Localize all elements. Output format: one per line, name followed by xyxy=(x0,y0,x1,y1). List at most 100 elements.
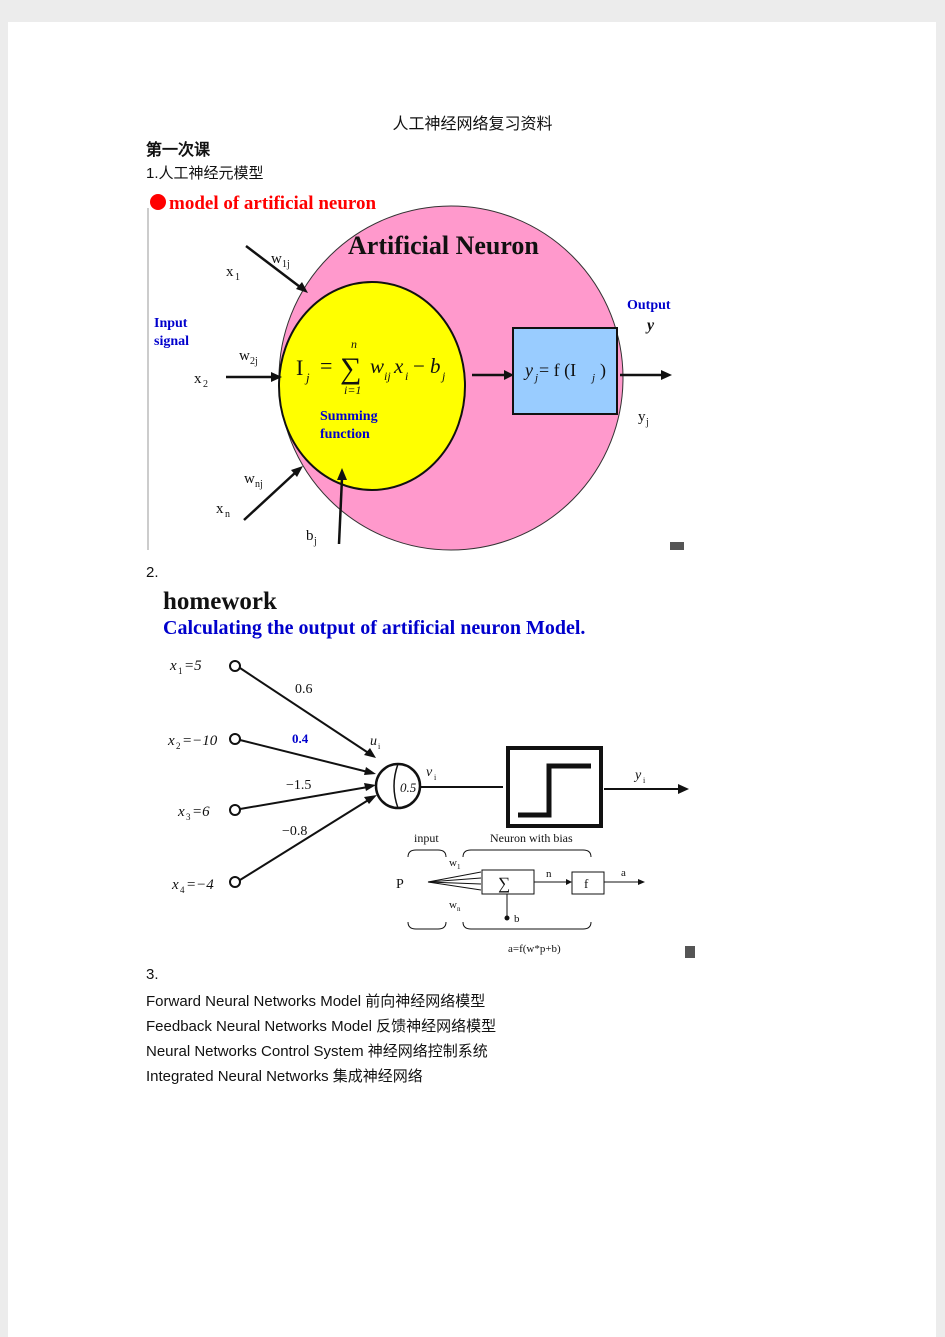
lower-wn: w xyxy=(449,899,457,911)
input-xn-sub: n xyxy=(225,509,230,520)
sum-x: x xyxy=(393,354,404,378)
box-I-sub: j xyxy=(590,372,595,384)
homework-u: u xyxy=(370,734,377,749)
lower-sigma: ∑ xyxy=(498,874,510,893)
weight-w2-sub: 2j xyxy=(250,356,258,367)
svg-text:=6: =6 xyxy=(192,804,210,820)
sum-b: b xyxy=(430,354,441,378)
slide-nav-icon-2 xyxy=(685,946,695,958)
homework-y: y xyxy=(633,768,642,783)
sum-x-sub: i xyxy=(405,369,408,383)
homework-u-sub: i xyxy=(378,742,381,751)
homework-v-sub: i xyxy=(434,773,437,782)
input-x2-sub: 2 xyxy=(203,379,208,390)
lower-b: b xyxy=(514,913,520,925)
item-1-heading: 1.人工神经元模型 xyxy=(146,165,264,182)
lower-p: P xyxy=(396,877,404,892)
sum-sigma: ∑ xyxy=(340,352,361,385)
input-signal-label-2: signal xyxy=(154,334,189,349)
box-y-sub: j xyxy=(533,372,538,384)
lower-input-label: input xyxy=(414,831,439,845)
input-xn: x xyxy=(216,501,224,517)
svg-text:3: 3 xyxy=(186,812,191,822)
list-item: Integrated Neural Networks 集成神经网络 xyxy=(146,1068,423,1085)
sum-I-sub: j xyxy=(304,370,310,385)
neuron-title: Artificial Neuron xyxy=(348,231,539,260)
activation-box xyxy=(512,327,618,415)
weight-wn: w xyxy=(244,471,255,487)
box-y: y xyxy=(523,360,533,380)
svg-text:x: x xyxy=(167,733,175,749)
lower-formula: a=f(w*p+b) xyxy=(508,943,561,955)
homework-bias: 0.5 xyxy=(400,780,417,795)
sum-w: w xyxy=(370,354,384,378)
step-function-box xyxy=(506,746,603,828)
lower-sum-box xyxy=(481,869,535,895)
input-x2: x xyxy=(194,371,202,387)
homework-heading: homework xyxy=(163,588,277,615)
output-yj-sub: j xyxy=(645,417,649,428)
summing-label-1: Summing xyxy=(320,409,378,424)
output-yj: y xyxy=(638,409,646,425)
lower-n: n xyxy=(546,868,552,880)
weight-1: 0.6 xyxy=(295,682,313,697)
red-bullet-icon xyxy=(150,194,166,210)
item-3-heading: 3. xyxy=(146,966,159,983)
sum-upper: n xyxy=(351,337,357,351)
svg-text:x: x xyxy=(171,877,179,893)
weight-2: 0.4 xyxy=(292,731,309,746)
svg-text:x: x xyxy=(169,658,177,674)
homework-input-2: x 2 =−10 xyxy=(167,733,218,751)
lower-w1: w xyxy=(449,857,457,869)
svg-text:=−10: =−10 xyxy=(182,733,218,749)
lower-w1-sub: 1 xyxy=(457,863,461,871)
input-x1-sub: 1 xyxy=(235,272,240,283)
slide-nav-icon xyxy=(670,542,684,550)
output-label: Output xyxy=(627,298,671,313)
lower-f: f xyxy=(584,876,589,891)
homework-input-1: x 1 =5 xyxy=(169,658,202,676)
sum-lower: i=1 xyxy=(344,383,361,397)
svg-text:4: 4 xyxy=(180,885,185,895)
document-title: 人工神经网络复习资料 xyxy=(392,114,553,133)
bias-b-sub: j xyxy=(313,536,317,547)
input-signal-label-1: Input xyxy=(154,316,188,331)
weight-w2: w xyxy=(239,348,250,364)
box-close: ) xyxy=(600,360,606,381)
summing-label-2: function xyxy=(320,427,370,442)
item-2-heading: 2. xyxy=(146,564,159,581)
homework-input-4: x 4 =−4 xyxy=(171,877,214,895)
svg-text:1: 1 xyxy=(178,666,183,676)
sum-I: I xyxy=(296,355,303,380)
weight-wn-sub: nj xyxy=(255,479,263,490)
homework-input-3: x 3 =6 xyxy=(177,804,210,822)
summing-ellipse xyxy=(278,281,466,491)
lower-wn-sub: n xyxy=(457,905,461,913)
svg-text:x: x xyxy=(177,804,185,820)
fig1-heading: model of artificial neuron xyxy=(169,193,376,214)
svg-text:=−4: =−4 xyxy=(186,877,214,893)
sum-minus: − xyxy=(413,354,425,378)
sum-equals: = xyxy=(320,353,332,378)
sum-b-sub: j xyxy=(440,369,446,383)
homework-subheading: Calculating the output of artificial neu… xyxy=(163,617,585,639)
weight-w1-sub: 1j xyxy=(282,259,290,270)
weight-w1: w xyxy=(271,251,282,267)
lower-a: a xyxy=(621,867,626,879)
lower-neuron-bias-label: Neuron with bias xyxy=(490,831,573,845)
output-var: y xyxy=(645,317,655,334)
lower-f-box xyxy=(571,871,605,895)
sum-w-sub: ij xyxy=(384,369,391,383)
input-x1: x xyxy=(226,264,234,280)
box-formula-rest: = f (I xyxy=(539,360,576,381)
homework-figure: homework Calculating the output of artif… xyxy=(163,588,695,958)
homework-v: v xyxy=(426,765,433,780)
list-item: Feedback Neural Networks Model 反馈神经网络模型 xyxy=(146,1018,497,1035)
artificial-neuron-figure: model of artificial neuron Artificial Ne… xyxy=(147,193,684,551)
svg-text:=5: =5 xyxy=(184,658,202,674)
lesson-heading: 第一次课 xyxy=(146,140,211,159)
list-item: Forward Neural Networks Model 前向神经网络模型 xyxy=(146,993,486,1010)
homework-y-sub: i xyxy=(643,776,646,785)
list-item: Neural Networks Control System 神经网络控制系统 xyxy=(146,1043,488,1060)
weight-4: −0.8 xyxy=(282,824,307,839)
